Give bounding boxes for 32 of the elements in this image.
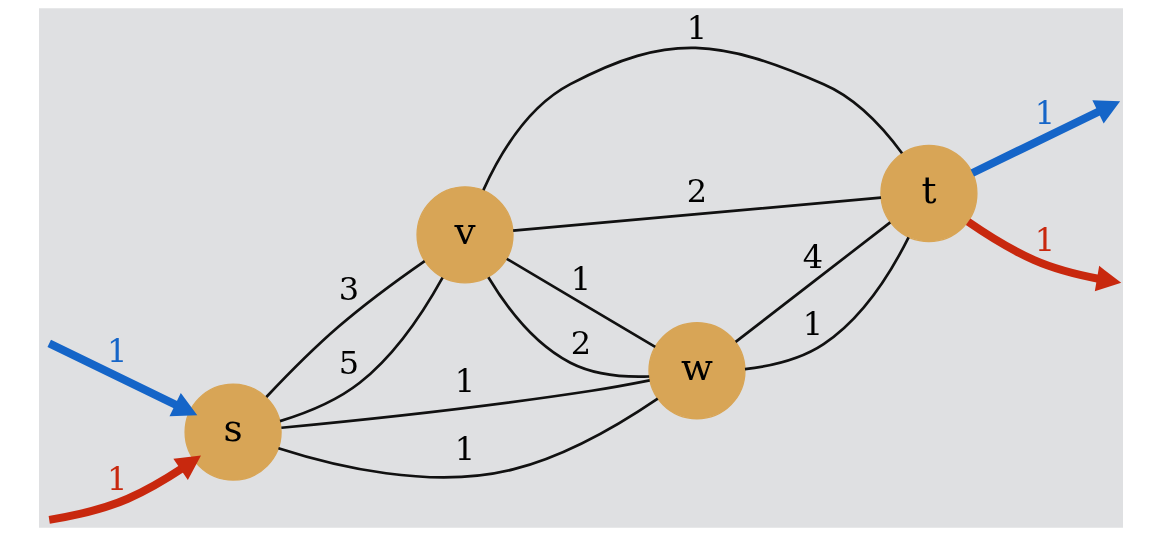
connector: [506, 257, 656, 348]
connector: [487, 276, 650, 378]
node-circle: s: [184, 383, 282, 481]
connector: [734, 221, 892, 343]
node-circle: t: [880, 144, 978, 243]
edge-label: 1: [1034, 94, 1056, 133]
edge-label: 1: [454, 430, 476, 469]
connector: [744, 236, 910, 371]
edge-label: 1: [686, 9, 708, 48]
connector: [279, 276, 444, 423]
connector: [513, 196, 882, 232]
connector: [265, 259, 426, 398]
connector: [278, 397, 659, 479]
edge-label: 1: [106, 459, 128, 498]
connector: [281, 379, 650, 430]
node-circle: v: [416, 186, 514, 284]
edge-label: 4: [802, 238, 824, 277]
edge-label: 1: [454, 362, 476, 401]
edge-label: 3: [338, 270, 360, 309]
edge-label: 1: [106, 331, 128, 370]
edge-label: 1: [1034, 221, 1056, 260]
edge-label: 5: [338, 343, 360, 382]
arrow: [970, 100, 1121, 177]
connector: [482, 46, 904, 191]
arrow: [47, 339, 198, 417]
edge-label: 2: [686, 171, 708, 210]
edge-label: 2: [570, 323, 592, 362]
node-circle: w: [648, 322, 746, 420]
edge-label: 1: [570, 259, 592, 298]
edge-label: 1: [802, 305, 824, 344]
arrow: [48, 455, 201, 524]
arrow: [965, 218, 1122, 292]
